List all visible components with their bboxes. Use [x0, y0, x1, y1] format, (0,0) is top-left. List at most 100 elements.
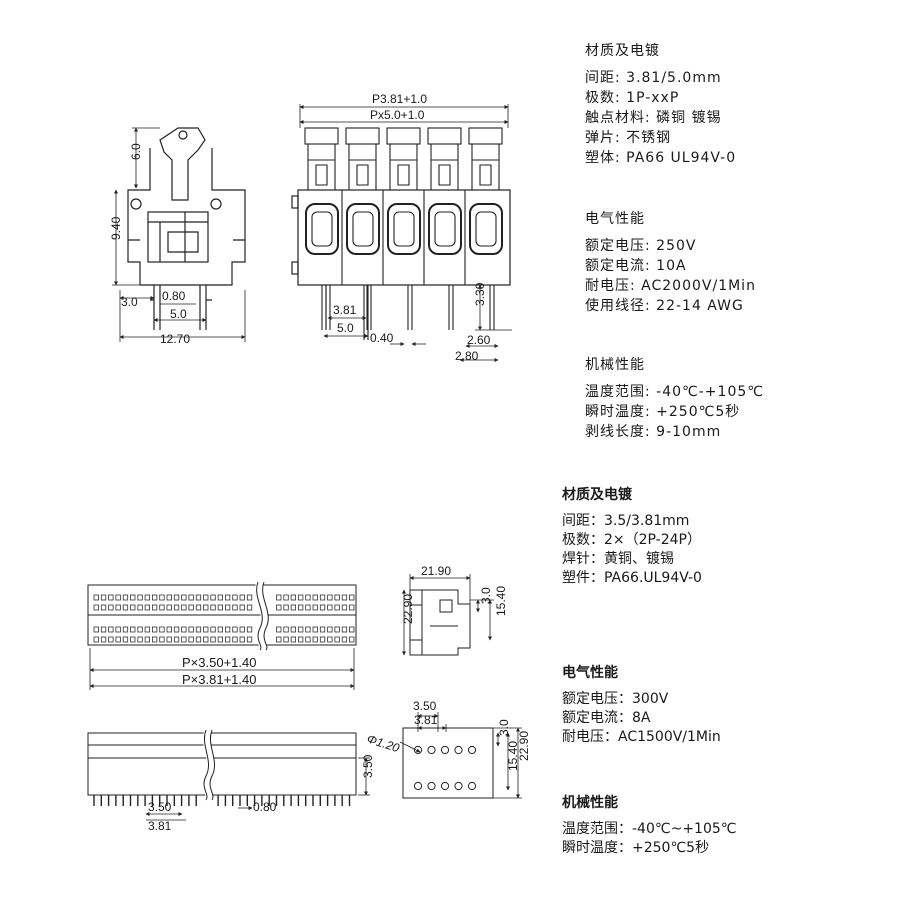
pcb-hole: [413, 745, 423, 755]
spec-line: 瞬时温度：+250℃5秒: [562, 840, 710, 856]
dim-pcb-d2: 15.40: [506, 741, 520, 771]
spec-b-mechanical-title: 机械性能: [562, 795, 618, 811]
slot: [100, 636, 107, 643]
spec-line: 耐电压：AC1500V/1Min: [562, 729, 721, 745]
spec-line: 焊针：黄铜、镀锡: [562, 551, 674, 567]
slot: [93, 636, 99, 643]
slot: [319, 626, 326, 633]
slot: [115, 636, 121, 643]
spec-line: 间距：3.5/3.81mm: [562, 513, 690, 529]
slot: [290, 594, 297, 601]
spec-line: 弹片: 不锈钢: [585, 130, 672, 146]
slot: [151, 604, 158, 611]
spec-line: 触点材料: 磷铜 镀锡: [585, 110, 722, 126]
slot: [93, 604, 99, 611]
slot: [210, 636, 216, 643]
pcb-hole: [413, 781, 423, 791]
end-view-dimensions: [402, 574, 494, 656]
slot: [166, 594, 172, 601]
slot: [100, 594, 107, 601]
slot: [232, 626, 238, 633]
slot: [195, 604, 202, 611]
slot: [327, 626, 333, 633]
slot: [341, 604, 348, 611]
spec-a-material: 材质及电镀 间距: 3.81/5.0mm 极数: 1P-xxP 触点材料: 磷铜…: [585, 40, 736, 168]
slot: [137, 594, 143, 601]
slot: [327, 594, 333, 601]
slot: [159, 626, 165, 633]
dim-end-height: 22.90: [401, 594, 415, 624]
slot: [246, 604, 253, 611]
slot: [224, 636, 231, 643]
slot: [290, 626, 297, 633]
slot: [334, 604, 340, 611]
spec-line: 极数: 1P-xxP: [585, 90, 680, 106]
spec-a-material-title: 材质及电镀: [585, 43, 660, 59]
slot: [349, 604, 355, 611]
dim-pcb-d1: 3.0: [497, 719, 511, 736]
spec-b-electrical: 电气性能 额定电压：300V 额定电流：8A 耐电压：AC1500V/1Min: [562, 662, 721, 747]
slot: [210, 626, 216, 633]
spec-a-electrical: 电气性能 额定电压: 250V 额定电流: 10A 耐电压: AC2000V/1…: [585, 208, 756, 316]
slot: [232, 604, 238, 611]
dim-h-body: 9.40: [109, 216, 123, 240]
strip-side-dimensions: [145, 757, 370, 821]
slot: [210, 604, 216, 611]
spec-line: 额定电流：8A: [562, 710, 651, 726]
pole: [341, 127, 380, 330]
slot: [166, 636, 172, 643]
slot: [276, 594, 282, 601]
slot: [312, 636, 318, 643]
slot: [334, 594, 340, 601]
slot: [297, 594, 304, 601]
slot: [224, 604, 231, 611]
slot: [305, 636, 311, 643]
slot: [232, 594, 238, 601]
slot: [166, 604, 172, 611]
strip-side-pins: [93, 795, 351, 806]
slot: [305, 594, 311, 601]
front-view-dimensions: [299, 104, 512, 362]
side-view-terminal: [127, 127, 246, 330]
slot: [283, 636, 289, 643]
spec-a-mechanical: 机械性能 温度范围: -40℃-+105℃ 瞬时温度: +250℃5秒 剥线长度…: [585, 354, 764, 442]
slot: [173, 604, 180, 611]
slot: [341, 626, 348, 633]
slot: [100, 604, 107, 611]
spec-a-electrical-title: 电气性能: [585, 211, 645, 227]
dim-pcb-pitch-a: 3.50: [413, 699, 437, 713]
slot: [130, 636, 136, 643]
pole: [464, 127, 503, 330]
slot: [334, 636, 340, 643]
dim-pitch-top1: P3.81+1.0: [372, 92, 427, 106]
pcb-holes: [413, 745, 477, 791]
side-view-dimensions: [112, 127, 246, 342]
dim-off-a: 2.60: [467, 333, 491, 347]
slot: [319, 594, 326, 601]
slot: [159, 636, 165, 643]
top-view-slots: [93, 594, 355, 643]
dim-end-width: 21.90: [421, 564, 451, 578]
slot: [144, 636, 151, 643]
slot: [210, 594, 216, 601]
spec-b-mechanical: 机械性能 温度范围：-40℃~+105℃ 瞬时温度：+250℃5秒: [562, 792, 737, 858]
slot: [100, 626, 107, 633]
pcb-hole: [467, 745, 477, 755]
slot: [173, 626, 180, 633]
slot: [232, 636, 238, 643]
strip-side-view: [87, 728, 357, 802]
slot: [195, 636, 202, 643]
pcb-dimensions: [399, 712, 522, 799]
slot: [144, 604, 151, 611]
pcb-hole: [454, 781, 463, 791]
front-view-poles: [304, 127, 503, 340]
spec-line: 极数：2×（2P-24P）: [562, 532, 701, 548]
dim-pin-t: 0.40: [370, 331, 394, 345]
slot: [334, 626, 340, 633]
slot: [130, 626, 136, 633]
slot: [151, 636, 158, 643]
slot: [283, 604, 289, 611]
slot: [217, 636, 224, 643]
spec-a-mechanical-title: 机械性能: [585, 357, 645, 373]
